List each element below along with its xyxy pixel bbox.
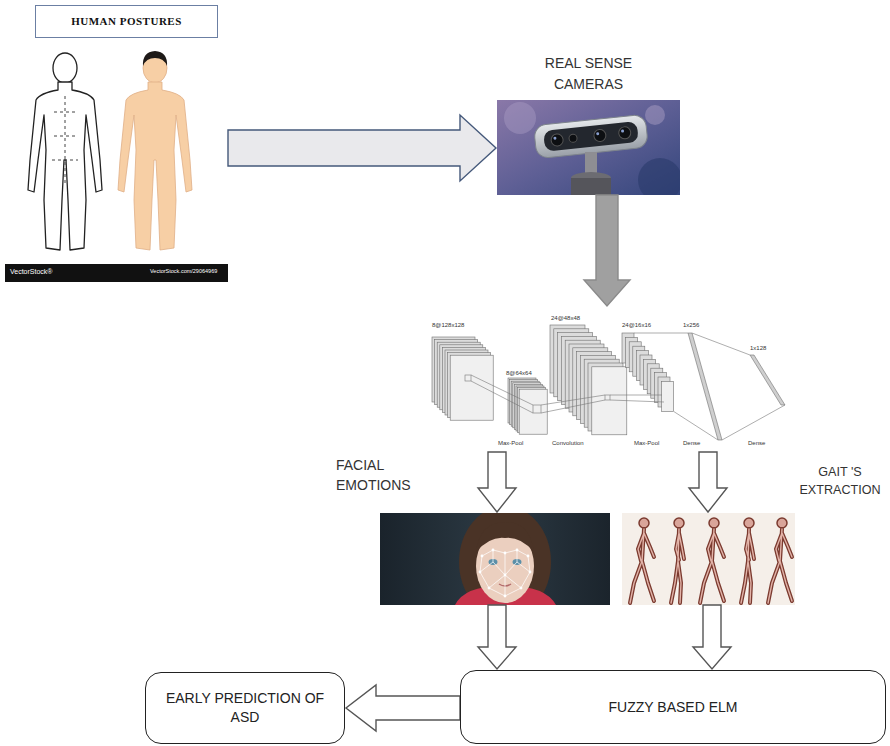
- layer-label: 8@128x128: [432, 322, 464, 328]
- face-photo: [504, 595, 507, 598]
- layer-label: Convolution: [552, 440, 584, 446]
- gait-figure: [622, 513, 795, 605]
- layer-label: Max-Pool: [634, 440, 659, 446]
- gait-figure: [630, 518, 654, 603]
- face-photo: [481, 555, 484, 558]
- face-photo: [380, 513, 610, 605]
- camera-photo: [638, 158, 680, 195]
- block-arrow: [693, 605, 731, 669]
- block-arrow: [478, 605, 516, 669]
- camera-photo: [645, 105, 665, 125]
- camera-photo: REAL SENSE CAMERAS: [497, 100, 680, 195]
- face-photo: [504, 552, 507, 555]
- cnn-projection-lines: [465, 333, 785, 440]
- face-photo: [380, 513, 610, 605]
- block-arrow: [689, 452, 727, 512]
- watermark-text: VectorStock.com/29064969: [150, 269, 217, 275]
- camera-photo: [534, 114, 649, 159]
- image-heading: FACIAL EMOTIONS: [336, 455, 431, 496]
- face-photo: [504, 574, 507, 577]
- face-photo: [488, 587, 491, 590]
- image-heading: REAL SENSE CAMERAS: [514, 53, 664, 94]
- gait-figure: [622, 513, 795, 605]
- camera-photo: [497, 100, 680, 195]
- camera-photo: [504, 102, 536, 134]
- face-photo: [476, 522, 534, 552]
- output-box: EARLY PREDICTION OF ASD: [145, 672, 345, 744]
- camera-photo: [534, 114, 649, 159]
- human-skin-figure: [143, 51, 167, 66]
- cnn-projection-lines: [634, 333, 718, 440]
- cnn-layers: [432, 325, 785, 440]
- process-box: FUZZY BASED ELM: [460, 670, 886, 744]
- block-arrow: [228, 115, 496, 181]
- cnn-layers: [519, 389, 547, 434]
- layer-label: Max-Pool: [498, 440, 523, 446]
- camera-photo: [585, 152, 597, 174]
- camera-photo: [571, 178, 611, 195]
- human-outline-figure: [52, 96, 78, 185]
- face-photo: [492, 549, 495, 552]
- face-photo: [527, 555, 530, 558]
- human-outline-figure: [53, 53, 77, 83]
- gait-figure: [741, 518, 754, 603]
- image-heading: GAIT 'S EXTRACTION: [797, 463, 883, 500]
- layer-label: Dense: [683, 440, 700, 446]
- cnn-layers: [592, 367, 627, 435]
- gait-figure: GAIT 'S EXTRACTION: [622, 513, 795, 605]
- camera-photo: [543, 121, 639, 152]
- camera-photo: [551, 133, 564, 146]
- gait-figure: [700, 518, 724, 603]
- layer-label: 8@64x64: [506, 370, 532, 376]
- face-photo: [529, 571, 532, 574]
- cnn-layers: [750, 355, 785, 405]
- watermark-text: VectorStock®: [10, 268, 53, 275]
- camera-photo: [569, 134, 578, 143]
- layer-label: 1x256: [683, 322, 699, 328]
- human-outline-figure: [28, 82, 102, 250]
- layer-label: 24@48x48: [551, 315, 580, 321]
- watermark-bar: [5, 264, 228, 282]
- cnn-projection-lines: [541, 395, 605, 413]
- camera-photo: [553, 137, 556, 140]
- layer-label: Dense: [748, 440, 765, 446]
- cnn-layers: [450, 355, 493, 420]
- camera-photo: [618, 126, 631, 139]
- cnn-projection-lines: [471, 375, 533, 413]
- human-outline-figure: [28, 53, 102, 250]
- cnn-projection-lines: [605, 395, 610, 400]
- heading-box: HUMAN POSTURES: [35, 5, 218, 38]
- camera-photo: [596, 132, 599, 135]
- gait-figure: [671, 518, 684, 603]
- box-text: FUZZY BASED ELM: [599, 694, 748, 721]
- cnn-projection-lines: [692, 333, 785, 440]
- face-photo: [480, 550, 530, 596]
- cnn-projection-lines: [533, 405, 541, 413]
- camera-photo: [621, 129, 624, 132]
- face-photo: FACIAL EMOTIONS: [380, 513, 610, 605]
- cnn-projection-lines: [610, 395, 664, 402]
- box-text: EARLY PREDICTION OF ASD: [146, 685, 344, 731]
- gait-figure: [768, 518, 792, 603]
- human-skin-figure: [118, 82, 192, 250]
- block-arrow: [346, 685, 460, 731]
- face-photo: [479, 549, 532, 598]
- cnn-projection-lines: [465, 375, 471, 381]
- human-skin-figure: [118, 51, 192, 250]
- layer-label: 24@16x16: [622, 322, 651, 328]
- face-photo: [479, 571, 482, 574]
- camera-photo: [593, 129, 606, 142]
- illustration-panel: HUMAN POSTURES: [5, 0, 228, 282]
- layer-label: 1x128: [750, 345, 766, 351]
- block-arrow: [584, 195, 630, 306]
- face-photo: [516, 549, 519, 552]
- block-arrow: [478, 452, 516, 512]
- cnn-figure: 8@128x128 8@64x64 24@48x48 24@16x16 1x256 1x1…: [425, 312, 790, 452]
- cnn-layers: [662, 381, 674, 411]
- face-photo: [520, 587, 523, 590]
